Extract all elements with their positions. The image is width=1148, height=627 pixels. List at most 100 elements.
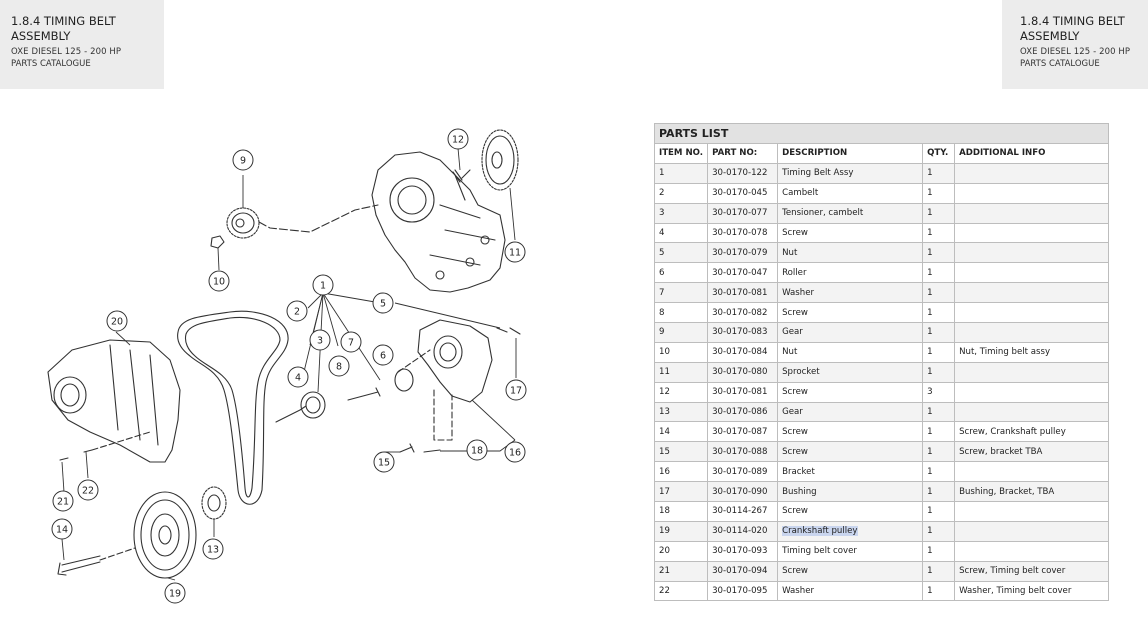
cell-part: 30-0170-083 — [707, 322, 779, 343]
cell-desc: Nut — [777, 242, 924, 264]
page-title-line2: ASSEMBLY — [11, 29, 71, 43]
cell-item: 2 — [653, 182, 709, 204]
cell-qty: 1 — [922, 182, 956, 204]
cell-info: Screw, Timing belt cover — [954, 560, 1109, 582]
cell-info: Screw, bracket TBA — [954, 441, 1109, 463]
cell-item: 14 — [653, 421, 709, 443]
cell-desc: Roller — [777, 262, 924, 284]
cell-desc: Nut — [777, 341, 924, 363]
cell-desc: Timing Belt Assy — [777, 162, 924, 184]
cell-desc: Screw — [777, 441, 924, 463]
callout-circle — [373, 451, 395, 473]
cell-desc: Bracket — [777, 461, 924, 483]
callout-label: 7 — [348, 338, 354, 349]
cell-item: 22 — [653, 580, 709, 602]
callout-circle — [106, 310, 128, 332]
cell-item: 21 — [653, 560, 709, 582]
cell-part: 30-0170-080 — [707, 361, 779, 383]
cell-desc: Sprocket — [777, 361, 924, 383]
cell-info — [954, 540, 1109, 562]
cell-part: 30-0170-081 — [707, 381, 779, 403]
cell-desc: Screw — [777, 421, 924, 443]
cell-qty: 1 — [922, 461, 956, 483]
callout-circle — [164, 582, 186, 604]
callout-circle — [52, 490, 74, 512]
cell-part: 30-0170-047 — [707, 262, 779, 284]
cell-qty: 1 — [922, 262, 956, 284]
callout-label: 3 — [317, 336, 323, 347]
page-subtitle-right: OXE DIESEL 125 - 200 HP — [1020, 47, 1131, 57]
cell-desc: Screw — [777, 302, 924, 324]
page-title-line2-right: ASSEMBLY — [1020, 29, 1080, 43]
cell-qty: 1 — [922, 341, 956, 363]
cell-desc: Washer — [777, 580, 924, 602]
cell-info — [954, 182, 1109, 204]
cell-item: 19 — [653, 520, 709, 542]
cell-info — [954, 222, 1109, 244]
selected-text-highlight[interactable]: Crankshaft pulley — [782, 526, 858, 537]
callout-circle — [504, 241, 526, 263]
callout-circle — [202, 538, 224, 560]
cell-item: 11 — [653, 361, 709, 383]
callout-circle — [447, 128, 469, 150]
cell-info — [954, 361, 1109, 383]
callout-label: 20 — [111, 317, 123, 328]
cell-desc: Tensioner, cambelt — [777, 202, 924, 224]
callout-label: 18 — [471, 446, 483, 457]
cell-desc: Cambelt — [777, 182, 924, 204]
callout-circle — [286, 300, 308, 322]
callout-circle — [312, 274, 334, 296]
callout-label: 19 — [169, 589, 181, 600]
callout-circle — [208, 270, 230, 292]
cell-item: 13 — [653, 401, 709, 423]
catalogue-label-right: PARTS CATALOGUE — [1020, 59, 1100, 69]
cell-part: 30-0170-122 — [707, 162, 779, 184]
cell-qty: 1 — [922, 560, 956, 582]
cell-item: 17 — [653, 481, 709, 503]
cell-info: Nut, Timing belt assy — [954, 341, 1109, 363]
cell-desc: Gear — [777, 401, 924, 423]
callout-circle — [77, 479, 99, 501]
cell-part: 30-0170-077 — [707, 202, 779, 224]
cell-info — [954, 242, 1109, 264]
cell-item: 1 — [653, 162, 709, 184]
callout-label: 16 — [509, 448, 521, 459]
callout-label: 8 — [336, 362, 342, 373]
cell-info — [954, 401, 1109, 423]
cell-desc: Timing belt cover — [777, 540, 924, 562]
cell-info: Screw, Crankshaft pulley — [954, 421, 1109, 443]
cell-desc: Washer — [777, 282, 924, 304]
cell-qty: 1 — [922, 580, 956, 602]
cell-info — [954, 322, 1109, 343]
callout-circle — [466, 439, 488, 461]
cell-qty: 1 — [922, 501, 956, 522]
col-part-no: PART NO: — [707, 143, 779, 164]
callout-circle — [287, 366, 309, 388]
header-left: 1.8.4 TIMING BELT ASSEMBLY OXE DIESEL 12… — [0, 0, 164, 89]
callout-circle — [232, 149, 254, 171]
crankshaft-pulley-drawing — [133, 491, 197, 579]
cell-part: 30-0170-087 — [707, 421, 779, 443]
timing-belt-drawing — [177, 310, 289, 505]
cell-qty: 1 — [922, 401, 956, 423]
cell-info — [954, 520, 1109, 542]
cell-info — [954, 282, 1109, 304]
callout-label: 21 — [57, 497, 69, 508]
cell-part: 30-0170-081 — [707, 282, 779, 304]
cell-qty: 1 — [922, 322, 956, 343]
cell-desc: Screw — [777, 501, 924, 522]
catalogue-label: PARTS CATALOGUE — [11, 59, 91, 69]
